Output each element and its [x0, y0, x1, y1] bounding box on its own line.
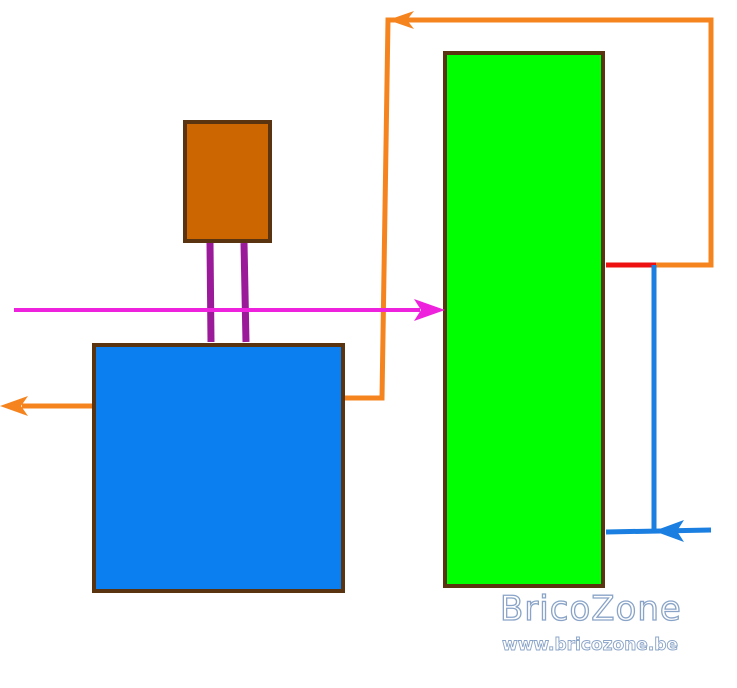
brown-box: [183, 120, 272, 243]
purple-pipe-right: [240, 242, 250, 343]
green-tank: [443, 51, 605, 588]
orange-top-arrowhead: [388, 11, 414, 29]
watermark-title: BricoZone: [500, 589, 682, 629]
watermark-url: www.bricozone.be: [502, 635, 678, 655]
blue-inlet-arrowhead: [654, 520, 684, 542]
orange-return-pipe: [343, 17, 714, 401]
purple-pipe-left: [206, 242, 215, 343]
orange-outlet-arrowhead: [0, 396, 28, 416]
blue-tank: [92, 343, 345, 593]
magenta-arrowhead: [414, 299, 445, 321]
